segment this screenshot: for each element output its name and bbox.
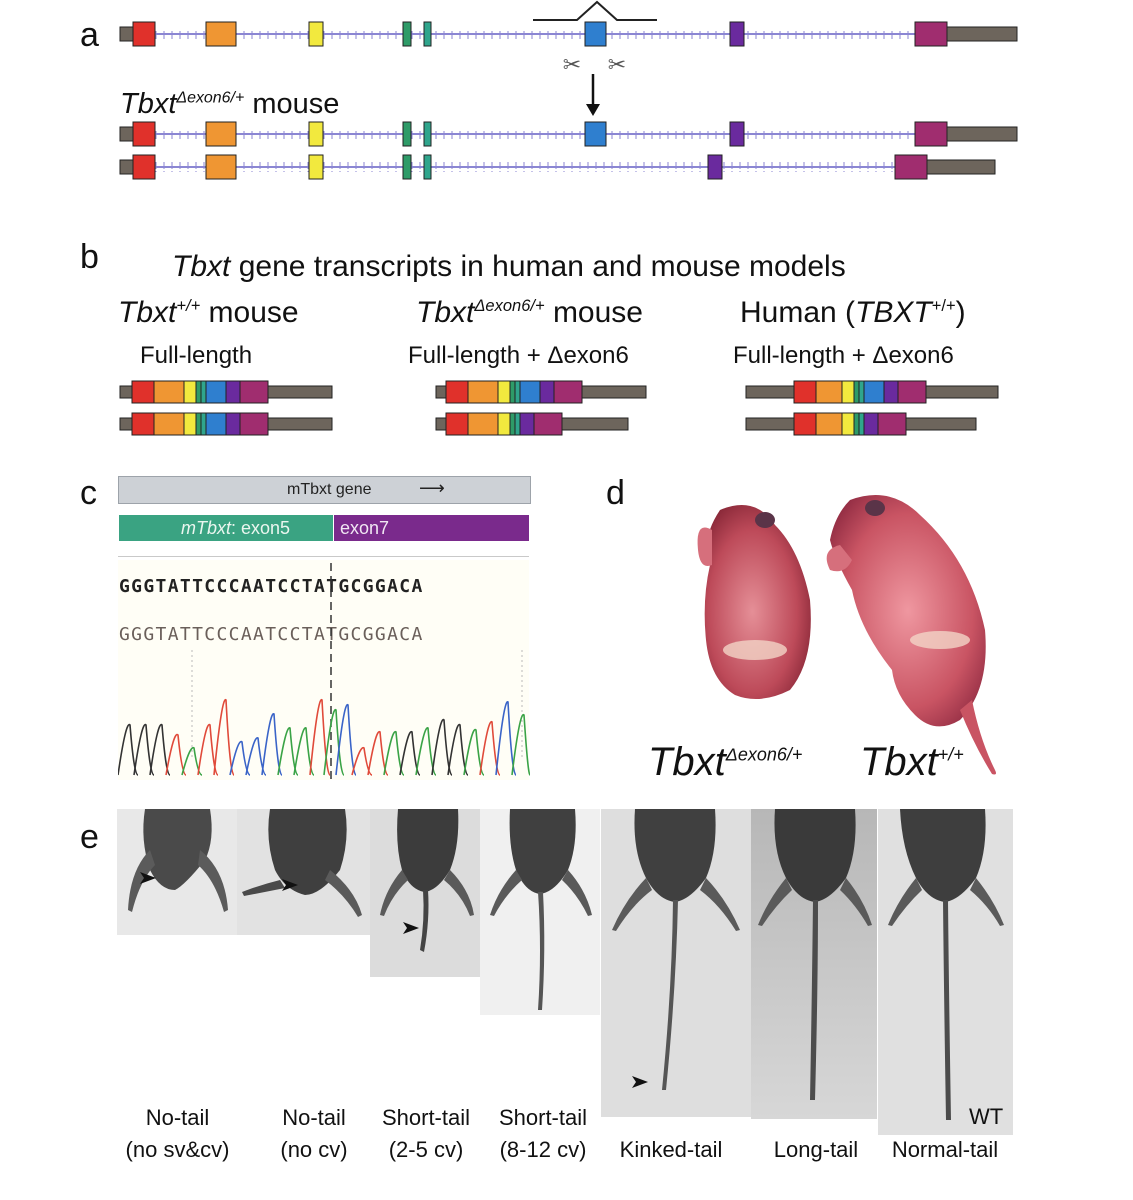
panel-e-letter: e: [80, 818, 99, 856]
panel-c-letter: c: [80, 474, 97, 512]
exon7-label: exon7: [340, 518, 390, 538]
col1-full-length-transcript: [119, 380, 333, 404]
caption-long-tail: Long-tail: [773, 1137, 859, 1162]
caption-normal-tail: Normal-tail: [891, 1137, 999, 1162]
panel-a-gene-diagram: ✂ ✂: [119, 0, 1018, 180]
panel-b-title: Tbxt gene transcripts in human and mouse…: [172, 250, 846, 283]
gene-track-label: mTbxt gene: [287, 481, 372, 498]
chromatogram-trace: [118, 560, 530, 780]
mutant-pup: [697, 505, 811, 699]
arrowhead-2-icon: [282, 879, 298, 891]
panel-a-mouse-label: TbxtΔexon6/+ mouse: [120, 88, 340, 120]
xray-long-tail: [751, 809, 877, 1119]
wildtype-pup: [826, 495, 996, 775]
col2-delta-exon6-transcript: [435, 412, 629, 436]
panel-b-col3-heading: Human (TBXT+/+): [740, 296, 966, 329]
panel-b-col2-heading: TbxtΔexon6/+ mouse: [416, 296, 643, 329]
chromatogram-area: [118, 560, 529, 780]
panel-b-col2-sub: Full-length + Δexon6: [408, 342, 629, 369]
xray-no-tail-1: [117, 809, 237, 935]
panel-b-col3-sub: Full-length + Δexon6: [733, 342, 954, 369]
gene-track-bar: mTbxt gene ⟶: [118, 476, 531, 504]
panel-b-transcript-bars: [119, 380, 999, 436]
xray-normal-tail: [878, 809, 1013, 1135]
panel-b-letter: b: [80, 238, 99, 276]
col3-full-length-transcript: [745, 380, 999, 404]
wt-label: WT: [969, 1104, 1004, 1129]
caption-short-tail-1: Short-tail(2-5 cv): [381, 1105, 471, 1162]
exon5-bar: mTbxt: exon5: [119, 515, 333, 541]
arrowhead-4-icon: [632, 1076, 648, 1088]
exon5-label: mTbxt: exon5: [181, 518, 291, 538]
panel-d-right-label: Tbxt+/+: [860, 740, 964, 784]
caption-short-tail-2: Short-tail(8-12 cv): [498, 1105, 588, 1162]
transcript-full-length-row: [119, 121, 1018, 147]
mouse-pups-photo: [697, 495, 996, 775]
xray-short-tail-2: [480, 809, 600, 1015]
panel-a-letter: a: [80, 16, 99, 54]
left-scissors-icon: ✂: [563, 52, 581, 77]
right-scissors-icon: ✂: [608, 52, 626, 77]
panel-d-left-label: TbxtΔexon6/+: [648, 740, 803, 784]
xray-kinked-tail: [601, 809, 751, 1117]
xray-short-tail-1: [370, 809, 480, 977]
arrowhead-3-icon: [403, 922, 419, 934]
col2-full-length-transcript: [435, 380, 647, 404]
xray-no-tail-2: [237, 809, 370, 935]
transcript-delta-exon6-row: [119, 154, 996, 180]
exon7-bar: exon7: [334, 515, 529, 541]
track-divider: [118, 556, 529, 557]
xray-strip: [117, 809, 1013, 1135]
reference-sequence: GGGTATTCCCAATCCTATGCGGACA: [119, 576, 424, 597]
caption-no-tail-1: No-tail(no sv&cv): [125, 1105, 230, 1162]
right-arrow-icon: ⟶: [419, 478, 445, 498]
genomic-locus-row: ✂ ✂: [119, 0, 1018, 116]
read-sequence: GGGTATTCCCAATCCTATGCGGACA: [119, 624, 424, 645]
caption-kinked-tail: Kinked-tail: [619, 1137, 723, 1162]
arrowhead-1-icon: [140, 872, 156, 884]
caption-no-tail-2: No-tail(no cv): [280, 1105, 348, 1162]
col1-full-length-transcript-2: [119, 412, 333, 436]
col3-delta-exon6-transcript: [745, 412, 977, 436]
panel-d-letter: d: [606, 474, 625, 512]
panel-b-col1-sub: Full-length: [140, 342, 253, 369]
down-arrow-icon: [586, 104, 600, 116]
panel-b-col1-heading: Tbxt+/+ mouse: [118, 296, 299, 329]
